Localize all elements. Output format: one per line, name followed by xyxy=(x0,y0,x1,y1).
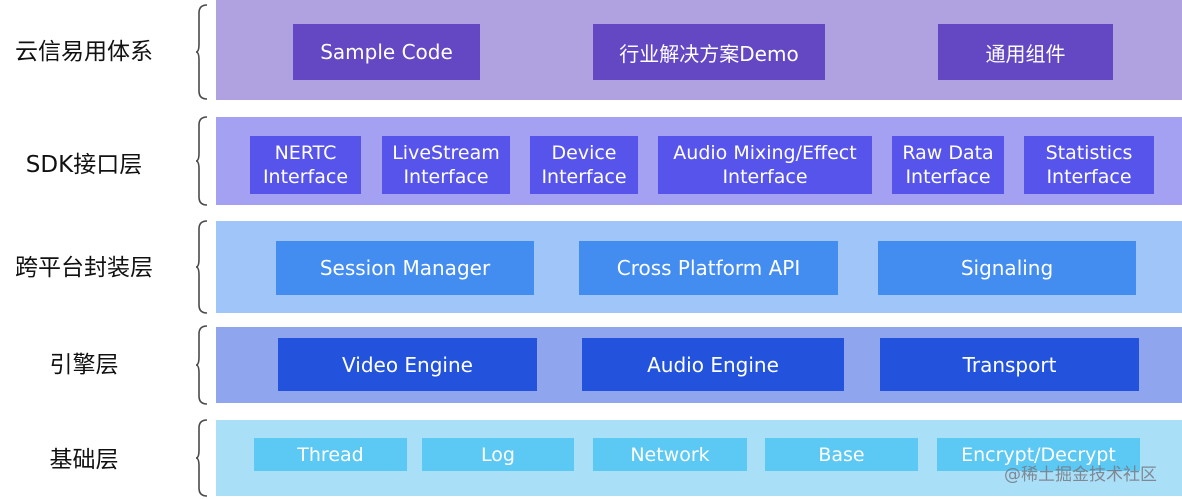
log-box: Log xyxy=(422,438,574,471)
thread-box: Thread xyxy=(254,438,407,471)
bracket-platform xyxy=(196,220,208,314)
audio-engine-box: Audio Engine xyxy=(582,338,844,391)
bracket-ecosystem xyxy=(196,4,208,100)
encrypt-decrypt-box: Encrypt/Decrypt xyxy=(937,438,1140,471)
bracket-sdk xyxy=(196,116,208,206)
layer-label-sdk: SDK接口层 xyxy=(25,152,143,178)
industry-solution-demo-box: 行业解决方案Demo xyxy=(593,24,825,80)
base-box: Base xyxy=(765,438,918,471)
sample-code-box: Sample Code xyxy=(293,24,480,80)
bracket-base xyxy=(196,419,208,497)
cross-platform-api-box: Cross Platform API xyxy=(579,241,838,295)
layer-label-base: 基础层 xyxy=(49,447,119,473)
network-box: Network xyxy=(593,438,747,471)
watermark: @稀土掘金技术社区 xyxy=(1004,465,1157,485)
layer-label-platform: 跨平台封装层 xyxy=(15,255,153,281)
common-components-box: 通用组件 xyxy=(938,24,1113,80)
session-manager-box: Session Manager xyxy=(276,241,534,295)
layer-label-ecosystem: 云信易用体系 xyxy=(15,39,153,65)
video-engine-box: Video Engine xyxy=(278,338,537,391)
layer-label-engine: 引擎层 xyxy=(49,352,119,378)
signaling-box: Signaling xyxy=(878,241,1136,295)
transport-box: Transport xyxy=(880,338,1139,391)
bracket-engine xyxy=(196,325,208,405)
